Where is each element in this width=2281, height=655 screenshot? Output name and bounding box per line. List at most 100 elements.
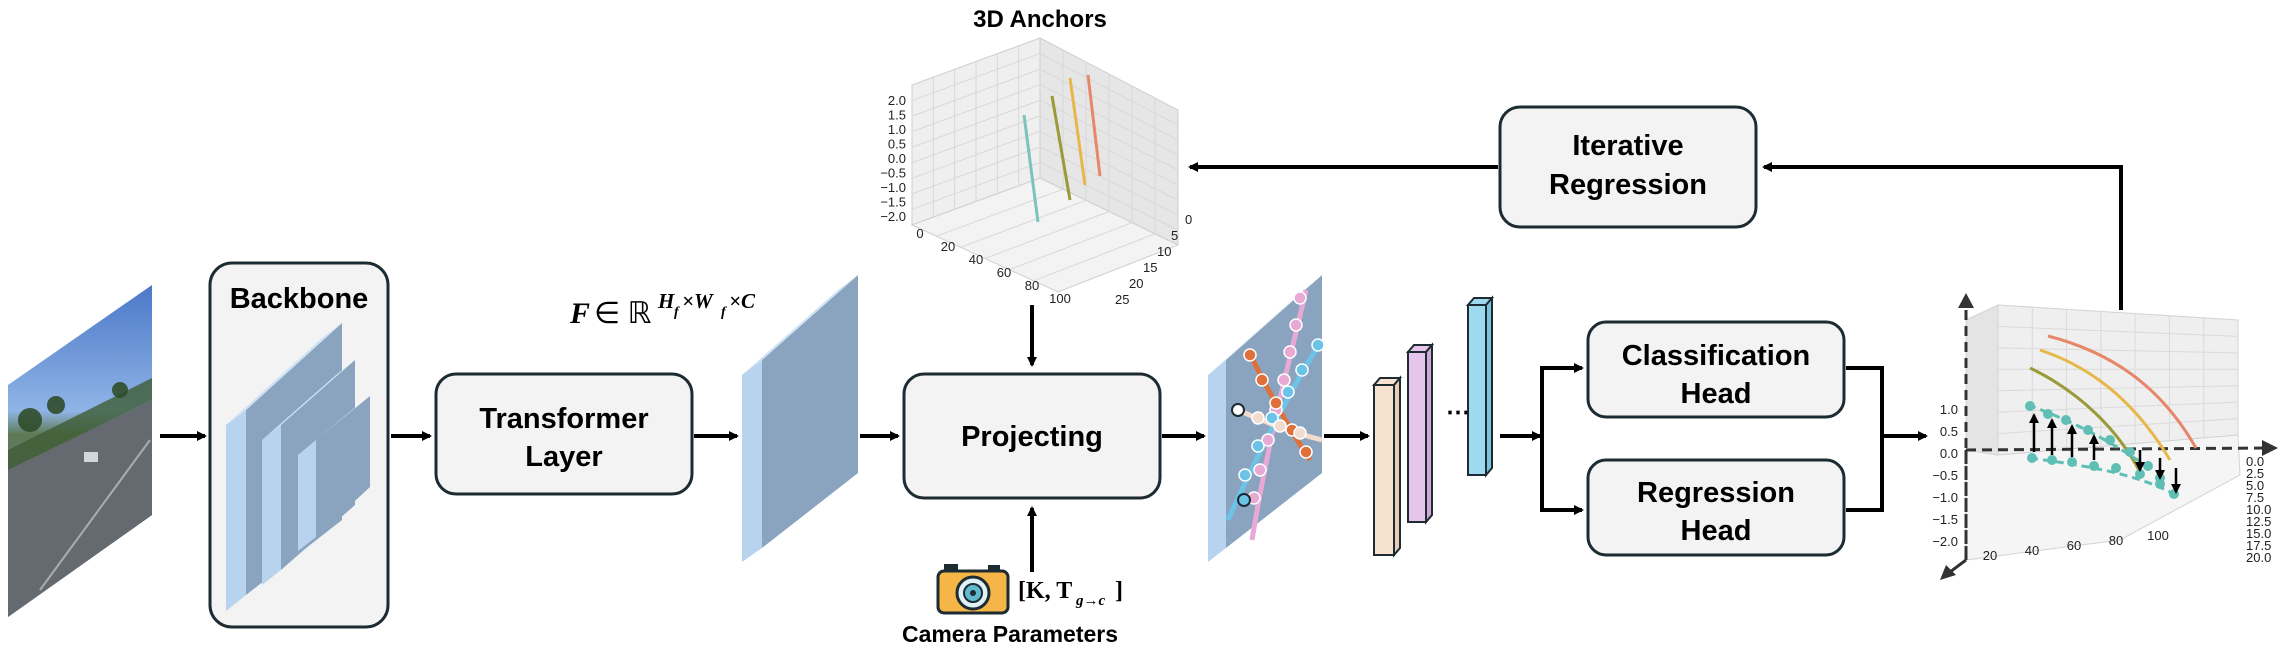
anchor-line-teal (1022, 114, 1040, 223)
output-grid (1997, 307, 2239, 453)
output-point (2089, 461, 2099, 471)
anchors-z-tick: 2.0 (888, 93, 906, 108)
camera-math: [K, T g→c ] (1018, 578, 1123, 609)
lane-point (1293, 426, 1307, 440)
regression-head-label-line2: Head (1681, 515, 1752, 547)
output-point (2061, 415, 2071, 425)
anchors-x-tick: 0 (916, 226, 923, 241)
output-x-tick: 40 (2025, 543, 2039, 558)
output-y-tick: 0.0 (2246, 454, 2264, 469)
regression-head-block: Regression Head (1586, 458, 1846, 557)
projecting-box (902, 372, 1162, 500)
output-x-tick: 100 (2147, 528, 2169, 543)
iterative-label-line1: Iterative (1572, 130, 1683, 162)
feature-in-R: ∈ ℝ (594, 297, 652, 330)
lane-point (1273, 419, 1287, 433)
transformer-label-line2: Layer (525, 441, 602, 473)
output-point (2083, 425, 2093, 435)
anchors-z-tick: −1.5 (880, 195, 906, 210)
lane-point (1255, 373, 1269, 387)
anchors-z-tick: −2.0 (880, 209, 906, 224)
output-z-tick: −0.5 (1932, 468, 1958, 483)
lane-points (1231, 291, 1325, 507)
feature-vectors: ⋯ (1371, 295, 1495, 558)
output-y-tick: 15.0 (2246, 526, 2271, 541)
camera-math-close: ] (1115, 578, 1123, 604)
feature-F: F (569, 297, 590, 330)
anchors-title: 3D Anchors (973, 6, 1107, 33)
output-gridline (1997, 325, 2239, 337)
anchors-z-tick: 0.5 (888, 137, 906, 152)
output-y-tick: 7.5 (2246, 490, 2264, 505)
anchors-gridline (936, 188, 1064, 237)
anchors-y-tick: 0 (1185, 212, 1192, 227)
lane-point (1261, 433, 1275, 447)
output-point (2047, 455, 2057, 465)
output-z-tick: −1.5 (1932, 512, 1958, 527)
feature-exp-sub-f1: f (674, 305, 680, 320)
transformer-layer-block: Transformer Layer (434, 372, 694, 496)
output-gridline (1997, 385, 2239, 392)
output-x-tick: 20 (1983, 548, 1997, 563)
feature-exp-W: ×W (682, 289, 714, 313)
camera-icon (936, 564, 1010, 615)
anchors-z-tick: 0.0 (888, 151, 906, 166)
iterative-label-line2: Regression (1549, 169, 1707, 201)
feature-exp-C: ×C (729, 289, 756, 313)
anchors-z-tick: 1.0 (888, 122, 906, 137)
anchor-line-red (1086, 74, 1102, 177)
feature-exp-sub-f2: f (721, 305, 727, 320)
anchors-z-tick: −0.5 (880, 166, 906, 181)
sampled-feature-map (1208, 275, 1325, 562)
lane-point (1251, 411, 1265, 425)
output-curve-red (2047, 334, 2198, 449)
anchors-x-tick: 40 (969, 252, 983, 267)
lane-point (1281, 385, 1295, 399)
output-point (2155, 479, 2165, 489)
anchors-y-tick: 20 (1129, 276, 1143, 291)
camera-params-label: Camera Parameters (902, 621, 1118, 647)
anchor-line-yellow (1068, 77, 1087, 186)
feature-formula: F ∈ ℝ H f ×W f ×C (569, 289, 756, 330)
anchors-plot: 3D Anchors 2.01.51.00.50.0−0.5−1.0−1.5−2… (880, 6, 1192, 307)
anchors-gridline (984, 211, 1110, 259)
output-z-tick: −1.0 (1932, 490, 1958, 505)
anchors-z-tick: −1.0 (880, 180, 906, 195)
output-x-tick: 80 (2109, 533, 2123, 548)
anchors-y-tick: 10 (1157, 244, 1171, 259)
lane-point (1269, 396, 1283, 410)
input-image (8, 285, 152, 617)
output-z-tick: 0.0 (1940, 446, 1958, 461)
lane-point (1293, 291, 1307, 305)
output-point (2027, 453, 2037, 463)
output-y-tick: 10.0 (2246, 502, 2271, 517)
classification-head-box (1586, 320, 1846, 419)
lane-point-start (1237, 493, 1251, 507)
anchors-gridline (1033, 233, 1156, 282)
lane-point (1253, 463, 1267, 477)
projecting-block: Projecting (902, 372, 1162, 500)
split-connector (1540, 363, 1584, 515)
output-z-tick: −2.0 (1932, 534, 1958, 549)
output-point (2125, 447, 2135, 457)
anchors-x-tick: 60 (997, 265, 1011, 280)
output-point (2067, 457, 2077, 467)
camera-math-main: [K, T (1018, 578, 1072, 604)
anchors-z-tick: 1.5 (888, 108, 906, 123)
anchors-gridline (960, 199, 1087, 248)
output-y-tick: 12.5 (2246, 514, 2271, 529)
anchors-y-tick: 5 (1171, 228, 1178, 243)
lane-point (1283, 345, 1297, 359)
classification-head-block: Classification Head (1586, 320, 1846, 419)
transformer-layer-box (434, 372, 694, 496)
output-y-tick: 20.0 (2246, 550, 2271, 565)
output-y-tick: 5.0 (2246, 478, 2264, 493)
output-gridline (1997, 401, 2239, 413)
backbone-label: Backbone (230, 283, 369, 315)
classification-label-line2: Head (1681, 378, 1752, 410)
output-point (2135, 469, 2145, 479)
lane-point (1295, 363, 1309, 377)
output-x-tick: 60 (2067, 538, 2081, 553)
feature-exp-H: H (657, 289, 675, 313)
